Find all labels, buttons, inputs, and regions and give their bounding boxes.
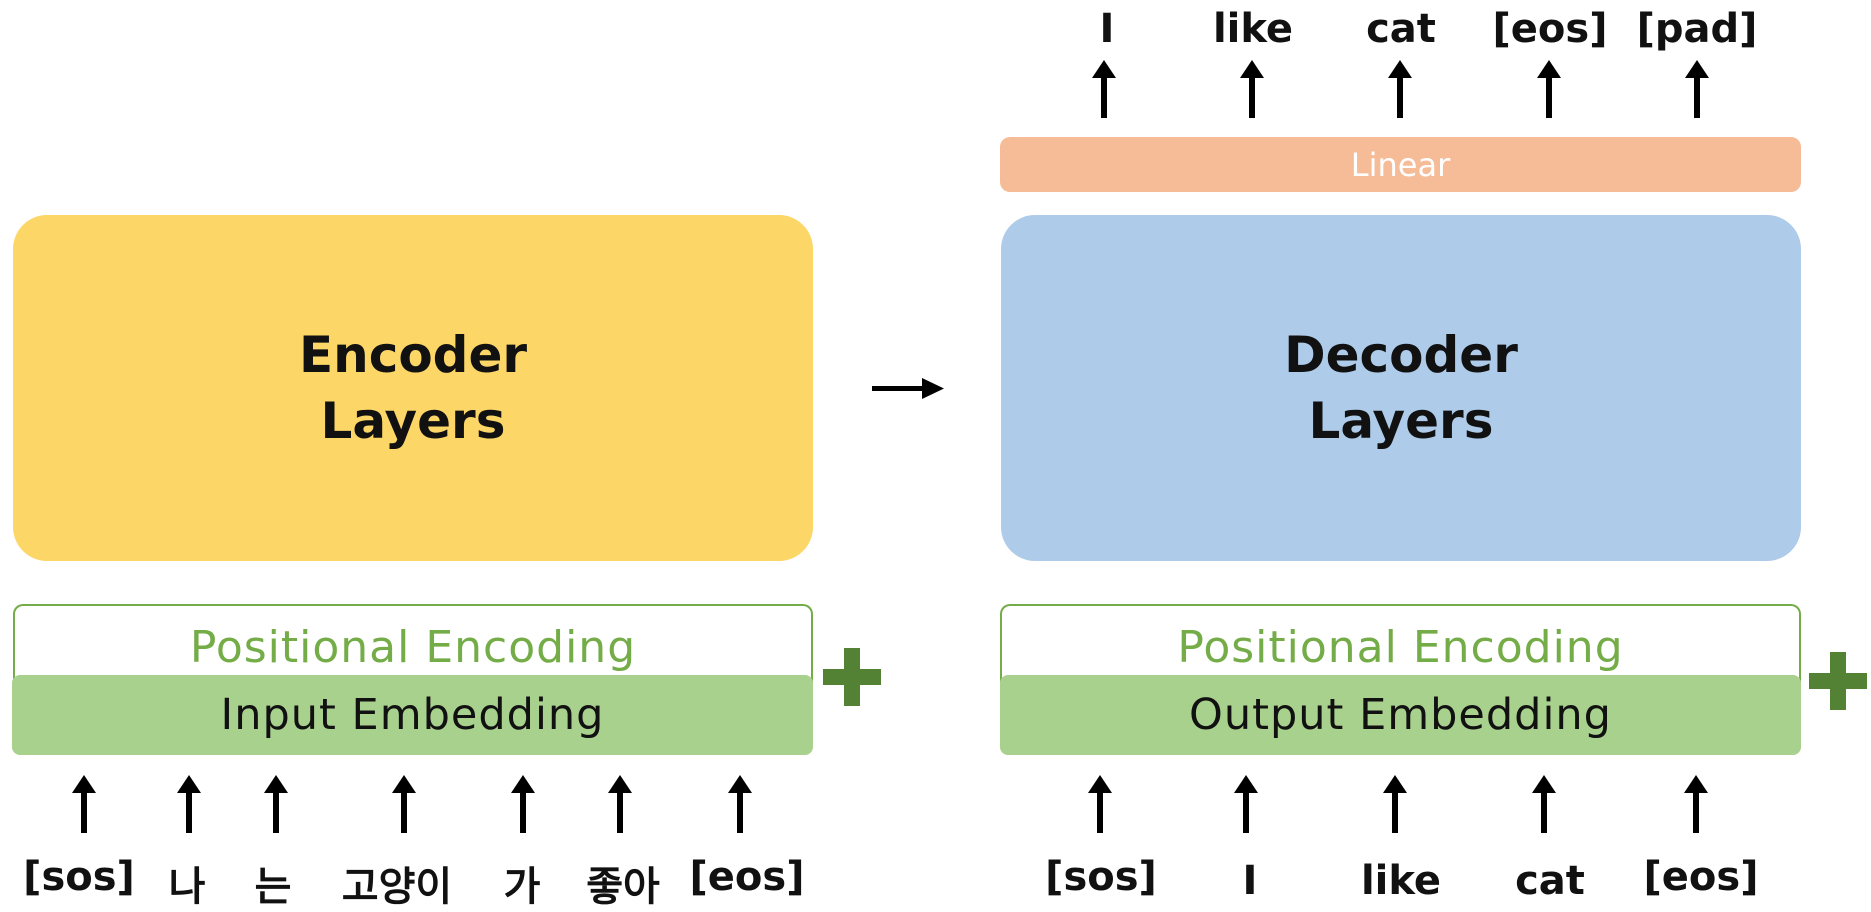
input-token: [eos] (689, 854, 805, 900)
up-arrow-icon (264, 775, 288, 833)
up-arrow-icon (1088, 775, 1112, 833)
right-arrow-icon (872, 378, 944, 399)
input-embedding-label: Input Embedding (220, 690, 605, 740)
linear-layer: Linear (1000, 137, 1801, 192)
up-arrow-icon (728, 775, 752, 833)
positional-encoding-label: Positional Encoding (1177, 622, 1624, 673)
up-arrow-icon (511, 775, 535, 833)
input-token: 나 (168, 864, 206, 910)
decoder-layers-block: Decoder Layers (1001, 215, 1801, 561)
output-token: [eos] (1492, 6, 1608, 52)
up-arrow-icon (1092, 60, 1116, 118)
up-arrow-icon (608, 775, 632, 833)
up-arrow-icon (1240, 60, 1264, 118)
input-token: 가 (503, 864, 541, 910)
up-arrow-icon (1684, 775, 1708, 833)
plus-icon (823, 648, 881, 706)
input-token: 는 (254, 864, 292, 910)
input-token: 고양이 (341, 864, 453, 910)
up-arrow-icon (1532, 775, 1556, 833)
plus-icon (1809, 652, 1867, 710)
up-arrow-icon (392, 775, 416, 833)
decoder-title-line1: Decoder (1284, 326, 1518, 384)
decoder-title-line2: Layers (1308, 392, 1494, 450)
up-arrow-icon (1383, 775, 1407, 833)
input-token: I (1242, 858, 1258, 904)
input-token: 좋아 (586, 864, 660, 910)
input-token: [sos] (23, 854, 135, 900)
up-arrow-icon (1388, 60, 1412, 118)
linear-label: Linear (1350, 145, 1451, 184)
output-token: cat (1366, 6, 1436, 52)
encoder-title-line1: Encoder (298, 326, 528, 384)
input-token: like (1360, 858, 1442, 904)
input-token: cat (1515, 858, 1585, 904)
up-arrow-icon (1537, 60, 1561, 118)
up-arrow-icon (72, 775, 96, 833)
input-token: [eos] (1643, 854, 1759, 900)
input-embedding: Input Embedding (12, 675, 813, 755)
positional-encoding-label: Positional Encoding (189, 622, 637, 673)
encoder-positional-encoding: Positional Encoding (13, 604, 813, 684)
input-token: [sos] (1045, 854, 1157, 900)
decoder-positional-encoding: Positional Encoding (1000, 604, 1801, 684)
up-arrow-icon (1685, 60, 1709, 118)
output-embedding: Output Embedding (1000, 675, 1801, 755)
output-token: [pad] (1636, 6, 1758, 52)
output-token: I (1099, 6, 1115, 52)
output-token: like (1212, 6, 1294, 52)
encoder-title-line2: Layers (320, 392, 506, 450)
encoder-layers-block: Encoder Layers (13, 215, 813, 561)
output-embedding-label: Output Embedding (1189, 690, 1612, 740)
up-arrow-icon (177, 775, 201, 833)
up-arrow-icon (1234, 775, 1258, 833)
